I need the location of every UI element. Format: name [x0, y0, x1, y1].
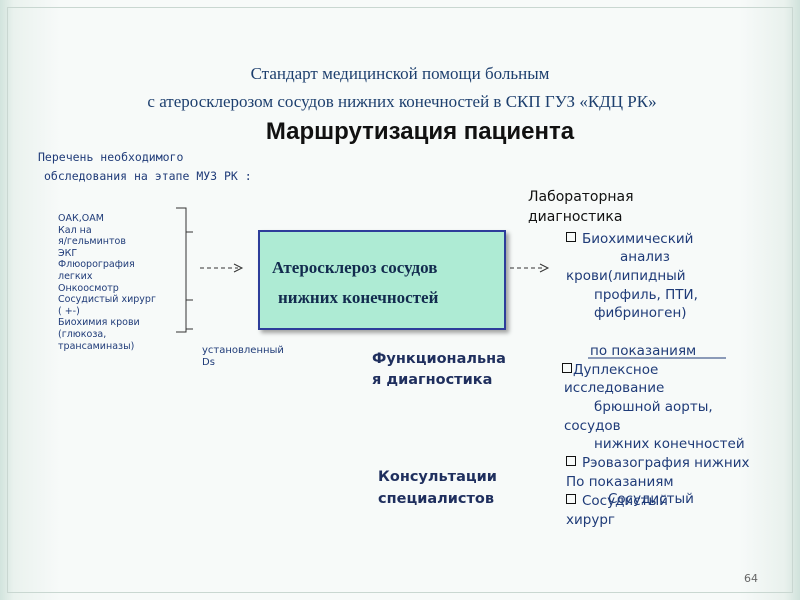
- exam-heading-1: Перечень необходимого: [38, 150, 184, 164]
- diagnosis-box: [258, 230, 506, 330]
- exam-item: Онкоосмотр: [58, 282, 119, 294]
- page-number: 64: [744, 572, 758, 585]
- exam-bracket: [176, 207, 187, 333]
- checkbox-icon: [566, 232, 576, 242]
- exam-item: трансаминазы): [58, 340, 135, 352]
- func-indication: по показаниям: [590, 343, 697, 359]
- consult-line: хирург: [566, 512, 615, 528]
- lab-heading-1: Лабораторная: [528, 189, 634, 205]
- diagnosis-label: установленный Ds: [202, 345, 284, 368]
- func-line: сосудов: [564, 418, 621, 434]
- func-item: Рэовазография нижних: [566, 455, 750, 473]
- lab-line: Биохимический: [582, 231, 694, 247]
- exam-item: Биохимия крови: [58, 317, 140, 329]
- func-line: По показаниям: [566, 474, 674, 490]
- func-line: нижних конечностей: [594, 436, 745, 452]
- lab-line: анализ: [620, 249, 670, 265]
- slide-frame: [7, 7, 793, 593]
- checkbox-icon: [562, 363, 572, 373]
- diagnosis-label-line-1: установленный: [202, 345, 284, 356]
- exam-item: Кал на: [58, 224, 92, 236]
- exam-item: ( +-): [58, 305, 80, 317]
- func-line: Рэовазография нижних: [582, 455, 750, 471]
- func-line: брюшной аорты,: [594, 399, 713, 415]
- exam-item: Сосудистый хирург: [58, 294, 156, 306]
- exam-item: ОАК,ОАМ: [58, 213, 104, 224]
- func-line: исследование: [564, 380, 665, 396]
- checkbox-icon: [566, 456, 576, 466]
- diagnosis-box-line-2: нижних конечностей: [278, 288, 439, 307]
- title-line-2: с атеросклерозом сосудов нижних конечнос…: [147, 92, 657, 111]
- exam-item: (глюкоза,: [58, 328, 107, 340]
- func-line: Дуплексное: [573, 362, 659, 378]
- func-heading-2: я диагностика: [372, 372, 493, 388]
- exam-list: ОАК,ОАМ Кал на я/гельминтов ЭКГ Флюорогр…: [58, 213, 156, 352]
- exam-item: Флюорография: [58, 259, 135, 271]
- lab-item: Биохимический: [566, 231, 693, 249]
- func-heading-1: Функциональна: [372, 351, 506, 367]
- consult-overlay-text: Сосудистый: [608, 491, 694, 507]
- lab-line: профиль, ПТИ,: [594, 287, 698, 303]
- title-line-1: Стандарт медицинской помощи больным: [250, 64, 550, 83]
- consult-item: Сосудистый: [566, 493, 668, 511]
- lab-line: фибриноген): [594, 305, 687, 321]
- exam-item: я/гельминтов: [58, 236, 126, 248]
- lab-line: крови(липидный: [566, 268, 686, 284]
- consult-heading-1: Консультации: [378, 469, 497, 485]
- diagnosis-box-line-1: Атеросклероз сосудов: [272, 258, 438, 277]
- checkbox-icon: [566, 494, 576, 504]
- exam-item: ЭКГ: [58, 247, 78, 259]
- exam-heading-2: обследования на этапе МУЗ РК :: [44, 169, 252, 183]
- arrow-to-lab-head: [539, 263, 550, 273]
- arrow-to-diagnosis-head: [233, 263, 244, 273]
- consult-heading-2: специалистов: [378, 491, 495, 507]
- consult-line: Сосудистый: [582, 493, 668, 509]
- func-item: Дуплексное: [562, 362, 658, 380]
- diagnosis-label-line-2: Ds: [202, 356, 215, 368]
- exam-item: легких: [58, 270, 93, 282]
- page-title: Маршрутизация пациента: [265, 118, 575, 145]
- lab-heading-2: диагностика: [528, 209, 623, 225]
